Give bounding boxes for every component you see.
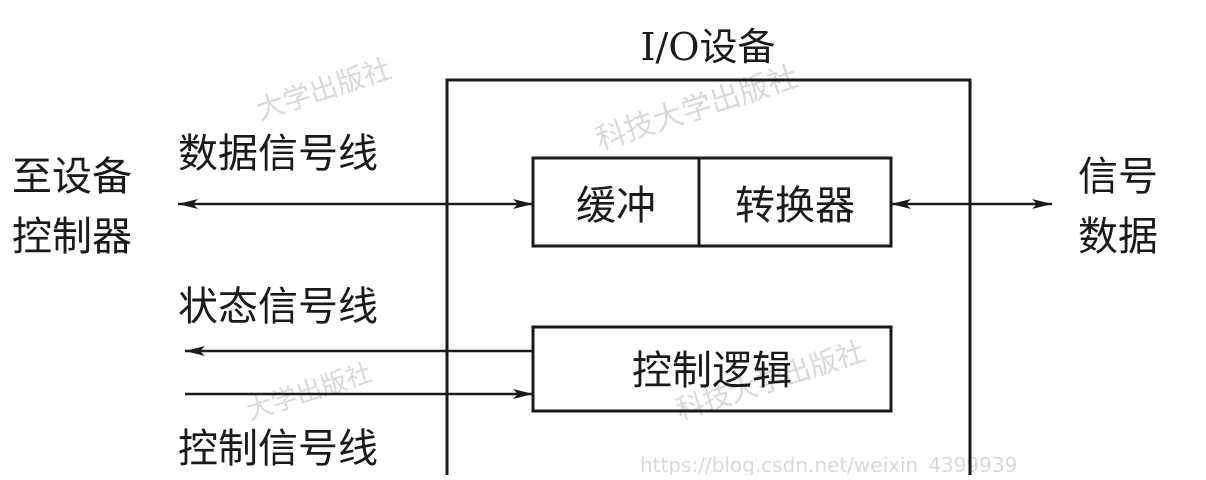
controller-label-line1: 至设备 bbox=[12, 154, 132, 200]
signal-label-line2: 数据 bbox=[1078, 214, 1158, 260]
control-logic-label: 控制逻辑 bbox=[632, 348, 792, 394]
watermark-text: 大学出版社 bbox=[243, 358, 376, 427]
control-line-label: 控制信号线 bbox=[178, 426, 378, 472]
io-device-box bbox=[445, 78, 972, 480]
status-line-label: 状态信号线 bbox=[178, 284, 378, 330]
converter-label: 转换器 bbox=[735, 183, 855, 229]
data-line-label: 数据信号线 bbox=[178, 131, 378, 177]
watermark-text: 科技大学出版社 bbox=[592, 59, 803, 157]
watermark-url: https://blog.csdn.net/weixin_4399939 bbox=[640, 453, 1017, 475]
controller-label-line2: 控制器 bbox=[12, 214, 132, 260]
watermark-text: 大学出版社 bbox=[252, 52, 395, 127]
io-device-title: I/O设备 bbox=[641, 25, 776, 69]
signal-label-line1: 信号 bbox=[1078, 154, 1158, 200]
control-logic-box bbox=[531, 325, 893, 413]
buffer-label: 缓冲 bbox=[576, 183, 656, 229]
